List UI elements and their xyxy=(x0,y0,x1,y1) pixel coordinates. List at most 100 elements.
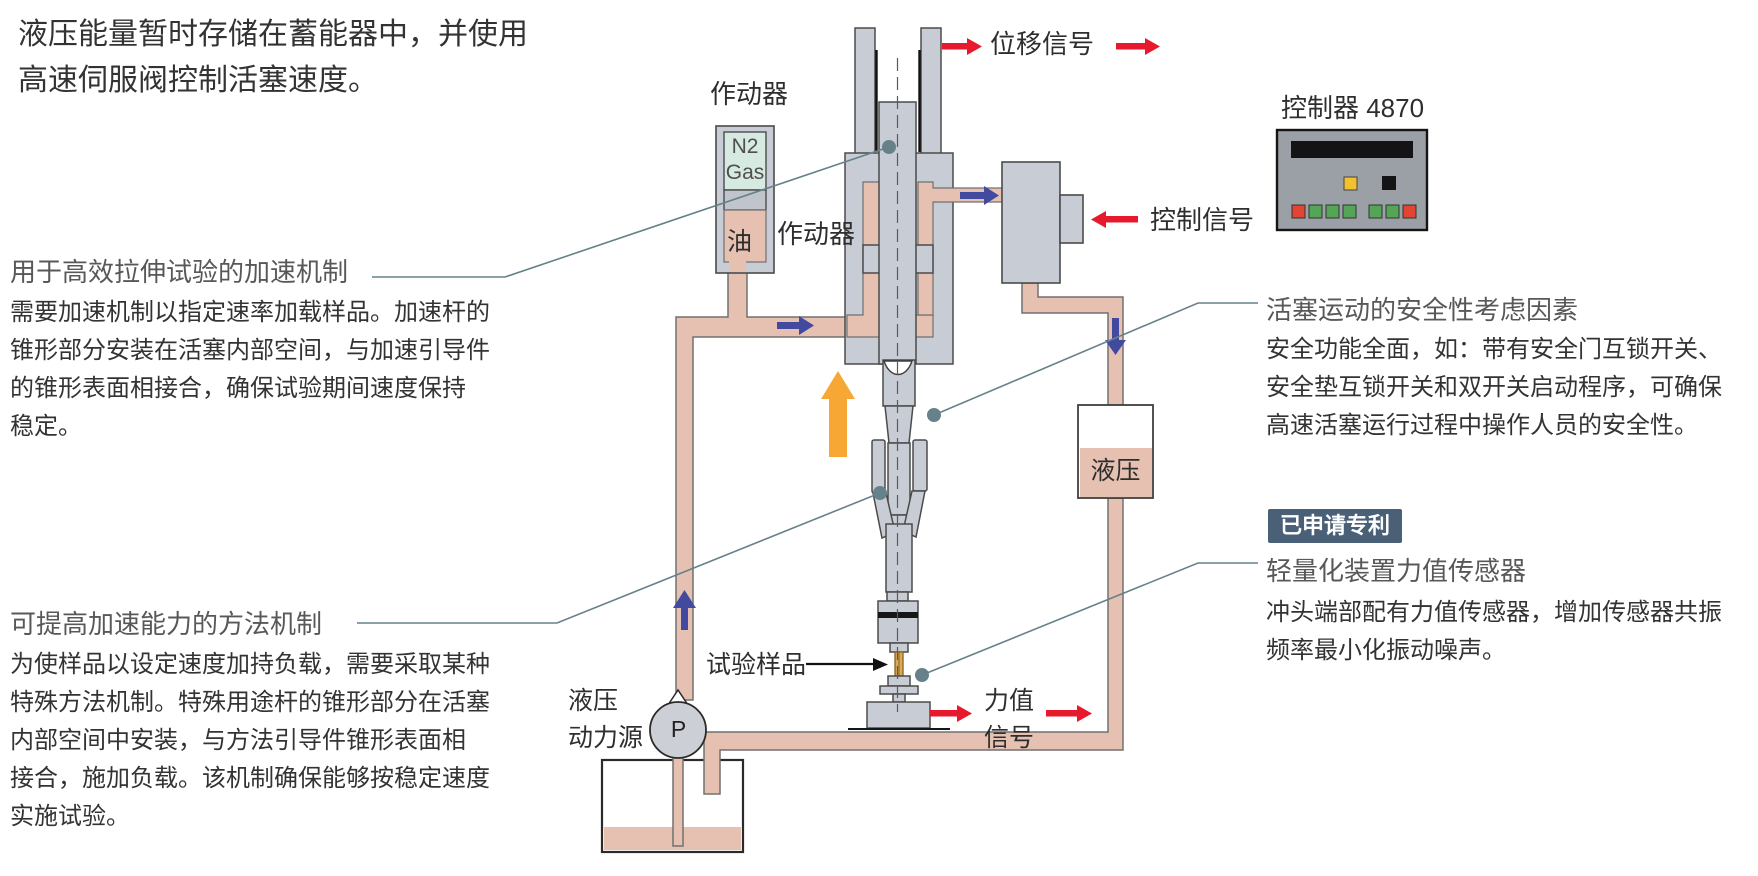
grip-plate-right xyxy=(912,439,928,492)
label-hydraulic: 液压 xyxy=(1090,457,1141,485)
label-force-signal: 力值 信号 xyxy=(982,683,1036,757)
flow-up-arrow-icon xyxy=(681,606,688,630)
actuator-assembly xyxy=(844,27,1003,730)
patent-badge: 已申请专利 xyxy=(1268,509,1403,543)
label-controller: 控制器 4870 xyxy=(1281,93,1425,123)
callout-accel-dot xyxy=(882,140,896,154)
label-force-signal-line-2: 信号 xyxy=(983,724,1034,752)
lvdt-column-left xyxy=(854,27,876,155)
specimen-arrow-head-icon xyxy=(873,658,888,671)
body-loadcell: 冲头端部配有力值传感器，增加传感器共振 频率最小化振动噪声。 xyxy=(1266,594,1722,670)
controller-button-red-2 xyxy=(1402,204,1417,219)
body-method-line-5: 实施试验。 xyxy=(10,803,130,830)
body-safety-line-1: 安全功能全面，如：带有安全门互锁开关、 xyxy=(1266,336,1722,363)
label-n2-gas: N2 Gas xyxy=(719,134,771,186)
flow-down-arrow-head-icon xyxy=(1105,340,1126,355)
label-control-signal: 控制信号 xyxy=(1150,205,1255,235)
piston-motion-arrow-icon xyxy=(821,371,855,457)
oil-outlet xyxy=(729,258,746,272)
control-arrow-head-icon xyxy=(1091,211,1106,228)
upper-grip-stub xyxy=(889,642,909,653)
label-actuator-top: 作动器 xyxy=(710,79,789,109)
load-cell-stem xyxy=(892,693,906,703)
heading-safety: 活塞运动的安全性考虑因素 xyxy=(1266,295,1579,325)
label-n2-line-1: N2 xyxy=(731,135,759,158)
load-cell-block xyxy=(866,701,931,729)
body-loadcell-line-1: 冲头端部配有力值传感器，增加传感器共振 xyxy=(1266,599,1722,626)
label-pump-p: P xyxy=(670,716,687,742)
heading-accel: 用于高效拉伸试验的加速机制 xyxy=(10,257,349,287)
label-oil: 油 xyxy=(727,228,753,256)
callout-loadcell-line xyxy=(921,562,1258,676)
accel-rod xyxy=(887,442,911,516)
displacement-arrow-1-head-icon xyxy=(967,38,982,55)
intro-line-1: 液压能量暂时存储在蓄能器中，并使用 xyxy=(18,18,528,51)
body-loadcell-line-2: 频率最小化振动噪声。 xyxy=(1266,637,1506,664)
flow-down-arrow-icon xyxy=(1112,318,1119,340)
signal-arrows xyxy=(930,38,1160,722)
force-arrow-1-icon xyxy=(930,710,957,717)
body-accel-line-2: 锥形部分安装在活塞内部空间，与加速引导件 xyxy=(10,337,490,364)
controller-panel xyxy=(1275,128,1429,232)
servo-valve-port xyxy=(1059,194,1084,244)
body-method-line-4: 接合，施加负载。该机制确保能够按稳定速度 xyxy=(10,765,490,792)
reservoir-oil xyxy=(1080,448,1152,497)
flow-arrows xyxy=(673,186,1126,630)
label-specimen: 试验样品 xyxy=(706,651,807,679)
body-safety: 安全功能全面，如：带有安全门互锁开关、 安全垫互锁开关和双开关启动程序，可确保 … xyxy=(1266,331,1722,445)
controller-buttons xyxy=(1291,204,1417,219)
accumulator xyxy=(715,125,775,274)
flow-right-arrow-upper-head-icon xyxy=(984,186,999,205)
specimen-pointer xyxy=(806,658,888,671)
body-accel-line-1: 需要加速机制以指定速率加载样品。加速杆的 xyxy=(10,299,490,326)
force-arrow-2-icon xyxy=(1046,710,1077,717)
body-method-line-2: 特殊方法机制。特殊用途杆的锥形部分在活塞 xyxy=(10,689,490,716)
pipe-return-line xyxy=(703,497,1124,795)
intro-text: 液压能量暂时存储在蓄能器中，并使用 高速伺服阀控制活塞速度。 xyxy=(18,12,528,104)
flow-right-arrow-lower-head-icon xyxy=(799,316,814,335)
controller-button-green-2 xyxy=(1325,204,1340,219)
body-method-line-3: 内部空间中安装，与方法引导件锥形表面相 xyxy=(10,727,466,754)
body-safety-line-2: 安全垫互锁开关和双开关启动程序，可确保 xyxy=(1266,374,1722,401)
label-pump-source-line-2: 动力源 xyxy=(568,724,644,752)
callout-safety-dot xyxy=(927,408,941,422)
accel-cone xyxy=(884,405,914,444)
controller-button-green-3 xyxy=(1342,204,1357,219)
label-pump-source-line-1: 液压 xyxy=(568,687,619,715)
controller-button-green-5 xyxy=(1385,204,1400,219)
displacement-arrow-1-icon xyxy=(942,43,967,50)
pipe-supply-left xyxy=(675,267,848,701)
control-arrow-icon xyxy=(1106,216,1138,223)
controller-yellow-key xyxy=(1343,176,1358,191)
lower-grip-1 xyxy=(887,675,911,687)
flow-right-arrow-upper-icon xyxy=(960,192,984,199)
label-n2-line-2: Gas xyxy=(725,161,765,184)
controller-button-green-1 xyxy=(1308,204,1323,219)
lower-rod xyxy=(885,523,913,593)
pump-circle xyxy=(649,701,707,759)
controller-button-green-4 xyxy=(1368,204,1383,219)
body-method-line-1: 为使样品以设定速度加持负载，需要采取某种 xyxy=(10,651,490,678)
controller-black-key xyxy=(1382,176,1396,190)
grip-plate-left xyxy=(871,439,886,494)
body-accel: 需要加速机制以指定速率加载样品。加速杆的 锥形部分安装在活塞内部空间，与加速引导… xyxy=(10,294,490,446)
body-accel-line-4: 稳定。 xyxy=(10,413,82,440)
controller-display xyxy=(1291,141,1413,158)
force-arrow-1-head-icon xyxy=(957,705,972,722)
displacement-arrow-2-icon xyxy=(1116,43,1145,50)
body-method: 为使样品以设定速度加持负载，需要采取某种 特殊方法机制。特殊用途杆的锥形部分在活… xyxy=(10,646,490,836)
callout-safety-line xyxy=(933,302,1258,416)
servo-valve xyxy=(1001,161,1084,284)
servo-valve-body xyxy=(1001,161,1061,284)
intro-line-2: 高速伺服阀控制活塞速度。 xyxy=(18,64,378,97)
heading-method: 可提高加速能力的方法机制 xyxy=(10,609,323,639)
lower-grip-2 xyxy=(879,685,919,695)
controller-button-red-1 xyxy=(1291,204,1306,219)
label-displacement-signal: 位移信号 xyxy=(990,29,1095,59)
hydraulic-reservoir xyxy=(1077,404,1154,499)
label-actuator-side: 作动器 xyxy=(777,219,856,249)
flow-up-arrow-head-icon xyxy=(673,590,696,608)
displacement-arrow-2-head-icon xyxy=(1145,38,1160,55)
callout-accel-line xyxy=(372,146,890,278)
